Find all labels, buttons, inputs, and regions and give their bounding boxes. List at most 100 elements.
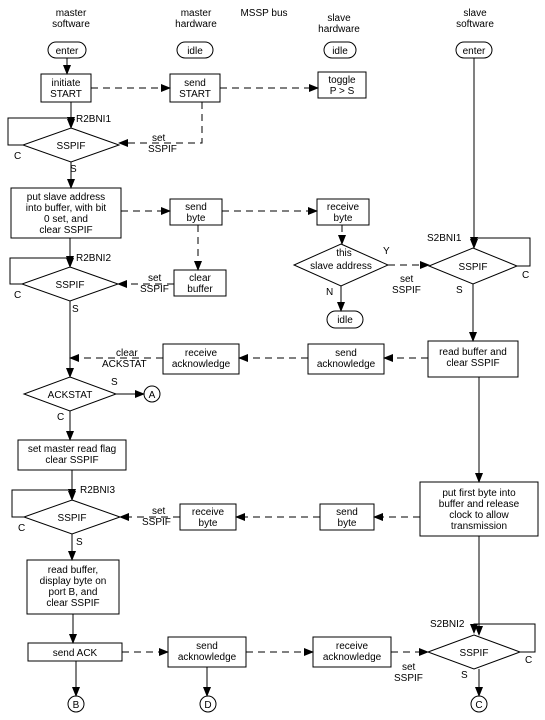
sspif-decision-2: SSPIF: [20, 266, 120, 302]
slave-idle-mid-terminal: idle: [326, 310, 364, 329]
svg-text:idle: idle: [332, 46, 348, 57]
flow-lines: [7, 58, 536, 697]
svg-text:C: C: [475, 700, 482, 711]
sspif-slave-decision-1: SSPIF: [427, 247, 519, 285]
connector-d: D: [199, 695, 217, 713]
svg-text:ACKSTAT: ACKSTAT: [48, 390, 93, 401]
label-n: N: [326, 287, 333, 298]
svg-text:SSPIF: SSPIF: [58, 513, 87, 524]
connector-a: A: [143, 385, 161, 403]
label-c-ackstat: C: [57, 412, 64, 423]
svg-text:SSPIF: SSPIF: [56, 280, 85, 291]
svg-text:send ACK: send ACK: [53, 648, 98, 659]
master-idle-terminal: idle: [176, 41, 214, 59]
label-c-3: C: [18, 523, 25, 534]
svg-text:enter: enter: [56, 46, 79, 57]
svg-text:SSPIF: SSPIF: [459, 262, 488, 273]
connector-b: B: [67, 695, 85, 713]
ackstat-decision: ACKSTAT: [22, 376, 118, 412]
label-s-slave-1: S: [456, 285, 463, 296]
label-s2bni1: S2BNI1: [427, 233, 462, 244]
connector-c: C: [470, 695, 488, 713]
send-ack-master-sw-box: send ACK: [27, 642, 123, 662]
label-s-slave-2: S: [461, 670, 468, 681]
sspif-slave-decision-2: SSPIF: [426, 634, 522, 670]
svg-text:idle: idle: [187, 46, 203, 57]
svg-text:D: D: [204, 700, 211, 711]
svg-text:idle: idle: [337, 315, 353, 326]
svg-text:B: B: [73, 700, 80, 711]
svg-text:SSPIF: SSPIF: [57, 141, 86, 152]
label-c-slave-1: C: [522, 270, 529, 281]
label-c-1: C: [14, 151, 21, 162]
label-r2bni2: R2BNI2: [76, 253, 111, 264]
slave-idle-terminal: idle: [323, 41, 357, 59]
label-s2bni2: S2BNI2: [430, 619, 465, 630]
label-r2bni3: R2BNI3: [80, 485, 115, 496]
label-c-slave-2: C: [525, 655, 532, 666]
slave-enter-terminal: enter: [455, 41, 493, 59]
svg-text:enter: enter: [463, 46, 486, 57]
master-enter-terminal: enter: [47, 41, 87, 59]
label-s-2: S: [72, 304, 79, 315]
label-s-ackstat: S: [111, 377, 118, 388]
sspif-decision-1: SSPIF: [21, 127, 121, 163]
label-c-2: C: [14, 290, 21, 301]
svg-text:SSPIF: SSPIF: [460, 648, 489, 659]
header-mssp-bus: MSSP bus: [240, 8, 287, 19]
label-y: Y: [383, 246, 390, 257]
label-r2bni1: R2BNI1: [76, 114, 111, 125]
label-s-1: S: [70, 164, 77, 175]
label-s-3: S: [76, 537, 83, 548]
svg-text:A: A: [149, 390, 156, 401]
sspif-decision-3: SSPIF: [22, 499, 122, 535]
